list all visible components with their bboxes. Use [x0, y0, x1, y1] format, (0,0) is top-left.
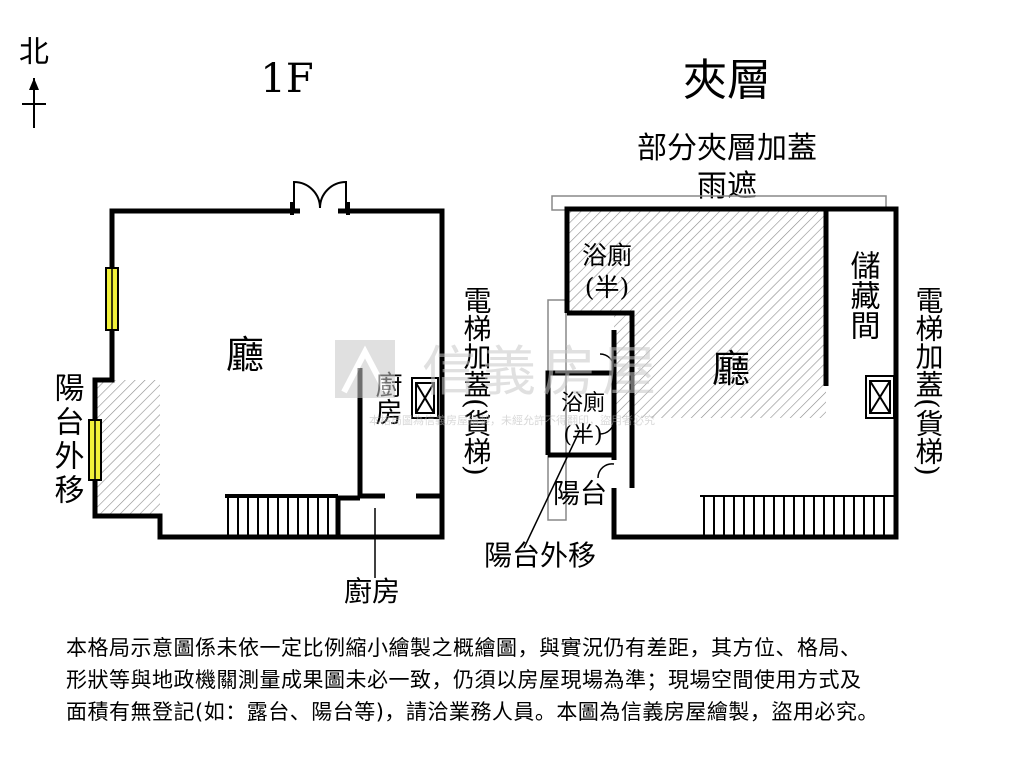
disclaimer: 本格局示意圖係未依一定比例縮小繪製之概繪圖，與實況仍有差距，其方位、格局、 形狀… — [66, 632, 1006, 728]
north-compass: 北 — [19, 35, 49, 128]
floor-1f-plan: 廳 廚房 陽台外移 電梯加蓋(貨梯) 廚房 — [49, 180, 493, 608]
disclaimer-line-2: 形狀等與地政機關測量成果圖未必一致，仍須以房屋現場為準；現場空間使用方式及 — [66, 668, 862, 692]
elevator-icon-1f — [411, 377, 439, 419]
floor-1f-title: 1F — [260, 56, 313, 102]
watermark: 信義房屋 本格局圖為信義房屋繪製，未經允許不得翻印，盜用者必究 — [335, 340, 662, 427]
staircase-1f — [227, 496, 329, 537]
north-label: 北 — [19, 35, 49, 70]
balcony-hatch-area — [95, 380, 160, 516]
disclaimer-line-1: 本格局示意圖係未依一定比例縮小繪製之概繪圖，與實況仍有差距，其方位、格局、 — [66, 636, 862, 660]
half-bath-2-label: 浴廁 — [561, 391, 605, 416]
watermark-logo-mark — [341, 345, 389, 394]
balcony-moved-label-mezzanine: 陽台外移 — [484, 539, 596, 572]
staircase-mezzanine — [700, 495, 896, 537]
elevator-icon-mezzanine — [865, 375, 895, 419]
watermark-notice: 本格局圖為信義房屋繪製，未經允許不得翻印，盜用者必究 — [369, 413, 655, 427]
balcony-leader-line — [523, 429, 581, 549]
mezzanine-title: 夾層 — [683, 55, 771, 106]
disclaimer-line-3: 面積有無登記(如：露台、陽台等)，請洽業務人員。本圖為信義房屋繪製，盜用必究。 — [66, 700, 879, 724]
half-bath-2-sub: (半) — [563, 423, 602, 448]
double-door-icon — [290, 180, 350, 215]
balcony-moved-label-1f: 陽台外移 — [49, 372, 85, 508]
mezzanine-plan: 浴廁 (半) 浴廁 (半) 廳 儲藏間 陽台 電梯加蓋(貨梯) 陽台外移 — [484, 195, 945, 572]
canopy-note-2: 雨遮 — [697, 169, 757, 204]
living-room-label-1f: 廳 — [226, 333, 264, 377]
door-swing-icon — [597, 353, 615, 479]
half-bath-1-label: 浴廁 — [582, 241, 632, 270]
bath-wall-upper — [567, 310, 635, 488]
elevator-label-mezzanine: 電梯加蓋(貨梯) — [912, 286, 945, 476]
half-bath-1-sub: (半) — [585, 273, 630, 302]
canopy-note: 部分夾層加蓋 — [637, 131, 817, 166]
living-room-label-mezzanine: 廳 — [712, 347, 750, 391]
elevator-label-1f: 電梯加蓋(貨梯) — [460, 286, 493, 476]
watermark-brand: 信義房屋 — [422, 340, 662, 403]
mezzanine-outer-wall — [564, 206, 899, 540]
bath-wall-lower — [545, 370, 614, 458]
kitchen-below-label: 廚房 — [344, 575, 400, 608]
storage-label: 儲藏間 — [845, 250, 881, 340]
outer-wall-east — [338, 208, 445, 540]
north-arrow-icon — [29, 78, 39, 90]
balcony-label-mezzanine: 陽台 — [553, 479, 607, 510]
